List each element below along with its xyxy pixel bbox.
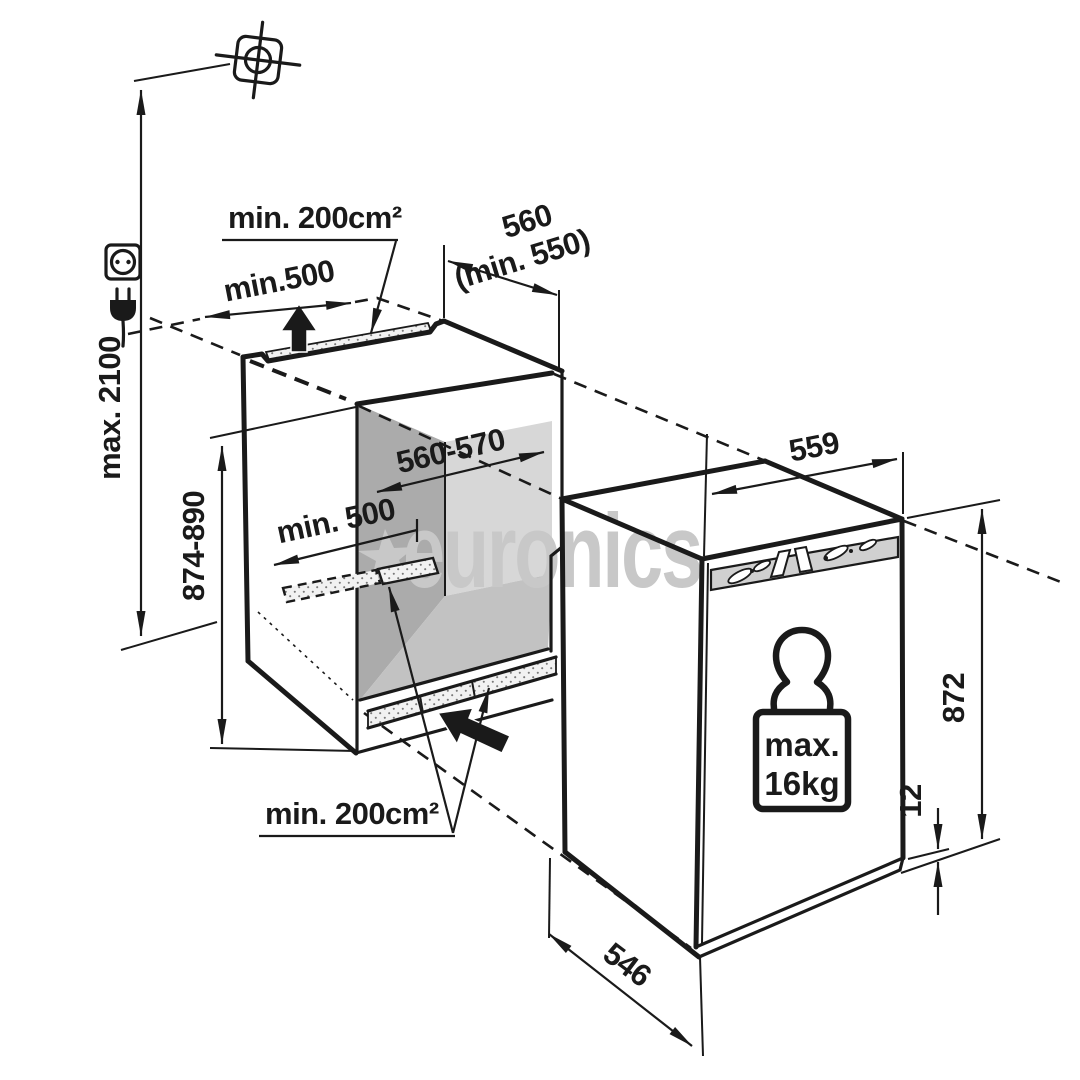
outlet-socket bbox=[109, 248, 137, 276]
marker-leader-line bbox=[133, 63, 231, 82]
door-top-edge bbox=[699, 516, 905, 562]
position-marker-icon bbox=[133, 20, 302, 100]
door-load-label: max. bbox=[764, 726, 839, 763]
extension-line bbox=[209, 406, 357, 439]
leader-line bbox=[369, 240, 398, 334]
appliance-left-edge bbox=[559, 496, 568, 855]
weight-handle bbox=[770, 626, 834, 715]
dimension-line bbox=[204, 300, 352, 320]
dimension-top-clearance: min.500 bbox=[127, 253, 444, 336]
hidden-edge-dashed-line bbox=[249, 359, 347, 401]
niche-floor bbox=[360, 574, 552, 700]
dimension-line bbox=[711, 457, 898, 496]
marker-circle bbox=[243, 45, 273, 75]
grille-dot bbox=[750, 569, 754, 573]
dimension-appliance-width: 559 bbox=[703, 425, 904, 557]
appliance-top-front-edge bbox=[559, 496, 705, 562]
leader-line bbox=[387, 586, 455, 834]
top-vent-label: min. 200cm² bbox=[228, 200, 402, 235]
door-left-gap-line bbox=[701, 562, 709, 944]
plug-body bbox=[110, 300, 136, 321]
grille-notch bbox=[793, 545, 814, 574]
projection-line-right bbox=[903, 519, 1067, 586]
floor-vent-slot bbox=[376, 556, 440, 586]
niche-top-right-edge bbox=[441, 318, 565, 374]
bottom-vent-bottom-edge bbox=[366, 672, 558, 730]
extension-line bbox=[703, 433, 708, 557]
power-outlet-icon bbox=[104, 243, 142, 281]
door-load-value: 16kg bbox=[764, 765, 839, 802]
niche-height-label: 874-890 bbox=[176, 491, 211, 601]
extension-dashed bbox=[354, 296, 444, 323]
extension-dashed bbox=[127, 317, 201, 336]
grille-slot bbox=[858, 538, 878, 552]
grille-notch bbox=[769, 548, 792, 579]
floor-front-edge bbox=[358, 647, 550, 702]
dimension-line bbox=[548, 933, 693, 1047]
bottom-vent-top-edge bbox=[366, 655, 558, 713]
grille-dot bbox=[824, 556, 828, 560]
hidden-floor-edge-dotted bbox=[257, 611, 354, 701]
extension-line bbox=[548, 857, 551, 939]
niche-outer-bottom-edge bbox=[245, 658, 359, 756]
appliance-depth-label: 546 bbox=[597, 936, 658, 994]
dimension-niche-height: 874-890 bbox=[176, 406, 357, 752]
wall-projection-dashed-line bbox=[149, 316, 241, 357]
niche-top-front-edge bbox=[240, 318, 447, 364]
appliance-width-label: 559 bbox=[786, 425, 842, 469]
dimension-plinth-step: 12 bbox=[893, 784, 950, 915]
watermark-text: euronics bbox=[403, 493, 701, 610]
power-plug-icon bbox=[110, 287, 136, 348]
appliance-base-edge bbox=[697, 856, 905, 959]
extension-line bbox=[907, 848, 950, 860]
appliance-height-label: 872 bbox=[936, 673, 971, 723]
door-right-edge bbox=[899, 516, 906, 861]
niche-outer-left-edge bbox=[240, 354, 251, 664]
extension-line bbox=[906, 499, 1001, 519]
marker-cross-horizontal bbox=[214, 53, 302, 67]
door-left-edge bbox=[693, 556, 705, 950]
dimension-line bbox=[273, 528, 418, 567]
door-grille bbox=[709, 535, 900, 592]
extension-line bbox=[120, 621, 218, 651]
dimension-top-vent: min. 200cm² bbox=[222, 200, 402, 334]
niche-cabinet bbox=[149, 316, 1067, 950]
airflow-up-icon bbox=[279, 302, 319, 353]
watermark: euronics bbox=[358, 493, 704, 610]
appliance-side-panel bbox=[562, 499, 702, 947]
outlet-pin-hole bbox=[126, 259, 131, 265]
plug-cord bbox=[121, 319, 126, 348]
bottom-vent-label: min. 200cm² bbox=[265, 796, 439, 831]
extension-line bbox=[699, 956, 704, 1057]
leader-line bbox=[451, 687, 491, 834]
vent-divider bbox=[471, 680, 476, 699]
outlet-pin-hole bbox=[115, 259, 120, 265]
max-load-icon: max. 16kg bbox=[752, 626, 852, 813]
top-clearance-label: min.500 bbox=[221, 253, 338, 309]
projection-line-top-right bbox=[553, 372, 764, 462]
dimension-line bbox=[376, 450, 545, 494]
plinth-step-label: 12 bbox=[893, 784, 928, 817]
dimension-line bbox=[447, 259, 558, 297]
dimension-bottom-vent: min. 200cm² bbox=[259, 586, 491, 838]
vent-divider bbox=[419, 695, 424, 714]
extension-line bbox=[900, 838, 1001, 874]
dimension-ceiling-clearance: max. 2100 bbox=[92, 89, 218, 651]
airflow-bottom-icon bbox=[436, 707, 512, 754]
door-bottom-edge bbox=[694, 856, 905, 949]
grille-dot bbox=[849, 549, 853, 553]
ceiling-clearance-label: max. 2100 bbox=[92, 336, 127, 480]
weight-body bbox=[752, 708, 852, 813]
niche-right-pillar-edge bbox=[549, 369, 564, 653]
dimension-appliance-height: 872 bbox=[900, 499, 1001, 874]
opening-top-edge bbox=[354, 370, 555, 407]
extension-line bbox=[209, 747, 357, 752]
floor-vent-slot-hidden bbox=[281, 568, 382, 604]
grille-slot bbox=[752, 559, 772, 573]
